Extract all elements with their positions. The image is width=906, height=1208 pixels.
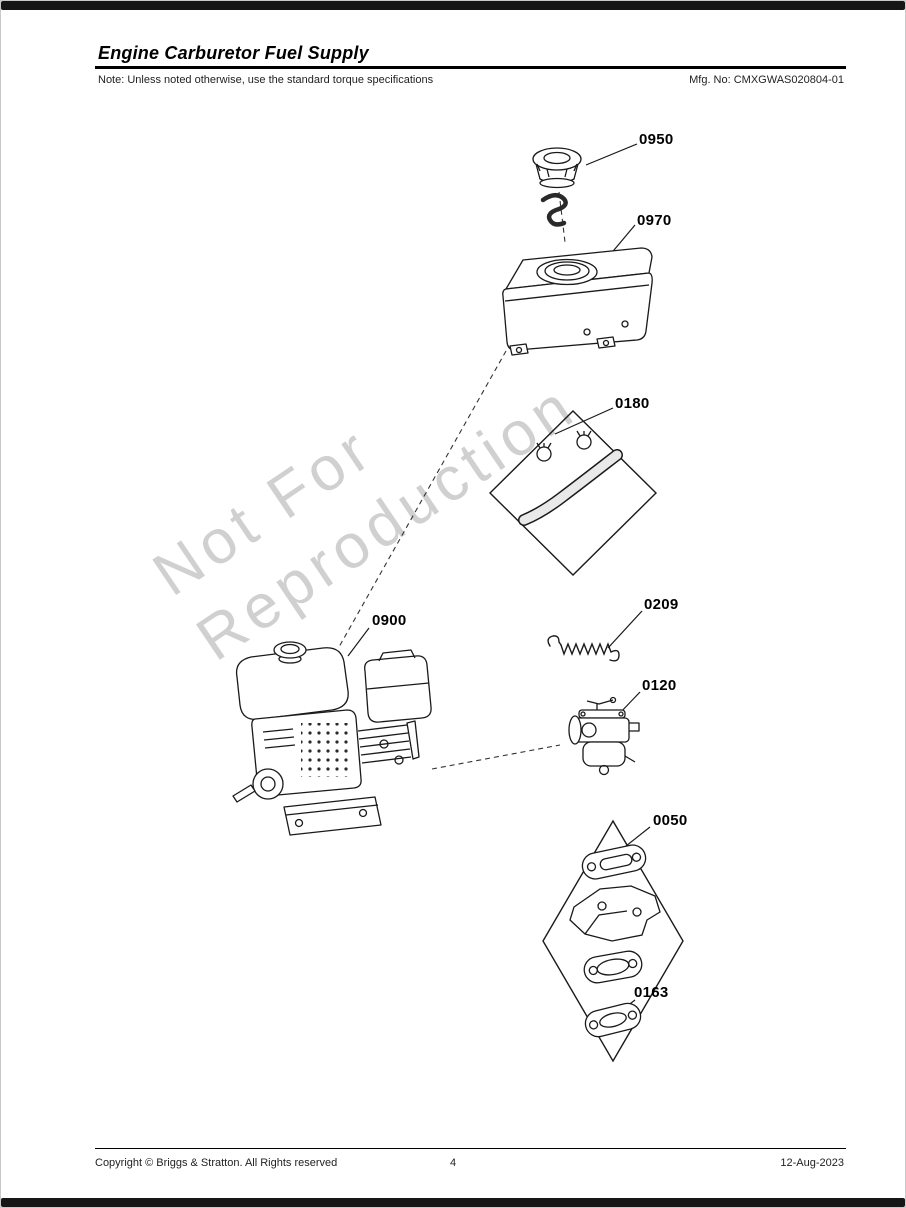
carburetor-gasket bbox=[581, 844, 647, 880]
part-label-0180: 0180 bbox=[615, 395, 650, 412]
exhaust-gasket-drawing bbox=[584, 1002, 642, 1038]
page-number: 4 bbox=[449, 1157, 457, 1169]
part-label-0050: 0050 bbox=[653, 812, 688, 829]
gasket-kit-box bbox=[542, 819, 684, 1063]
intake-gasket bbox=[583, 950, 643, 984]
copyright-text: Copyright © Briggs & Stratton. All Right… bbox=[95, 1157, 338, 1169]
page-bottom-border bbox=[1, 1198, 905, 1207]
engine-drawing bbox=[232, 641, 432, 836]
heat-shield bbox=[569, 885, 661, 942]
page-top-border bbox=[1, 1, 905, 10]
page-title: Engine Carburetor Fuel Supply bbox=[98, 43, 369, 63]
governor-spring-drawing bbox=[547, 635, 620, 662]
revision-date: 12-Aug-2023 bbox=[780, 1157, 844, 1169]
fuel-line-box bbox=[489, 410, 657, 576]
footer-rule bbox=[95, 1148, 846, 1149]
carburetor-drawing bbox=[568, 696, 640, 776]
title-rule bbox=[95, 66, 846, 69]
part-label-0950: 0950 bbox=[639, 131, 674, 148]
part-label-0970: 0970 bbox=[637, 212, 672, 229]
fuel-cap-drawing bbox=[532, 147, 582, 189]
part-label-0163: 0163 bbox=[634, 984, 669, 1001]
hose-clamps bbox=[536, 430, 592, 462]
mfg-number: Mfg. No: CMXGWAS020804-01 bbox=[689, 74, 844, 86]
part-label-0209: 0209 bbox=[644, 596, 679, 613]
part-label-0900: 0900 bbox=[372, 612, 407, 629]
dashed-connectors bbox=[338, 191, 566, 770]
part-label-0120: 0120 bbox=[642, 677, 677, 694]
fuel-tank-drawing bbox=[502, 247, 653, 356]
cap-retainer-clip bbox=[540, 193, 568, 227]
torque-note: Note: Unless noted otherwise, use the st… bbox=[98, 74, 434, 86]
